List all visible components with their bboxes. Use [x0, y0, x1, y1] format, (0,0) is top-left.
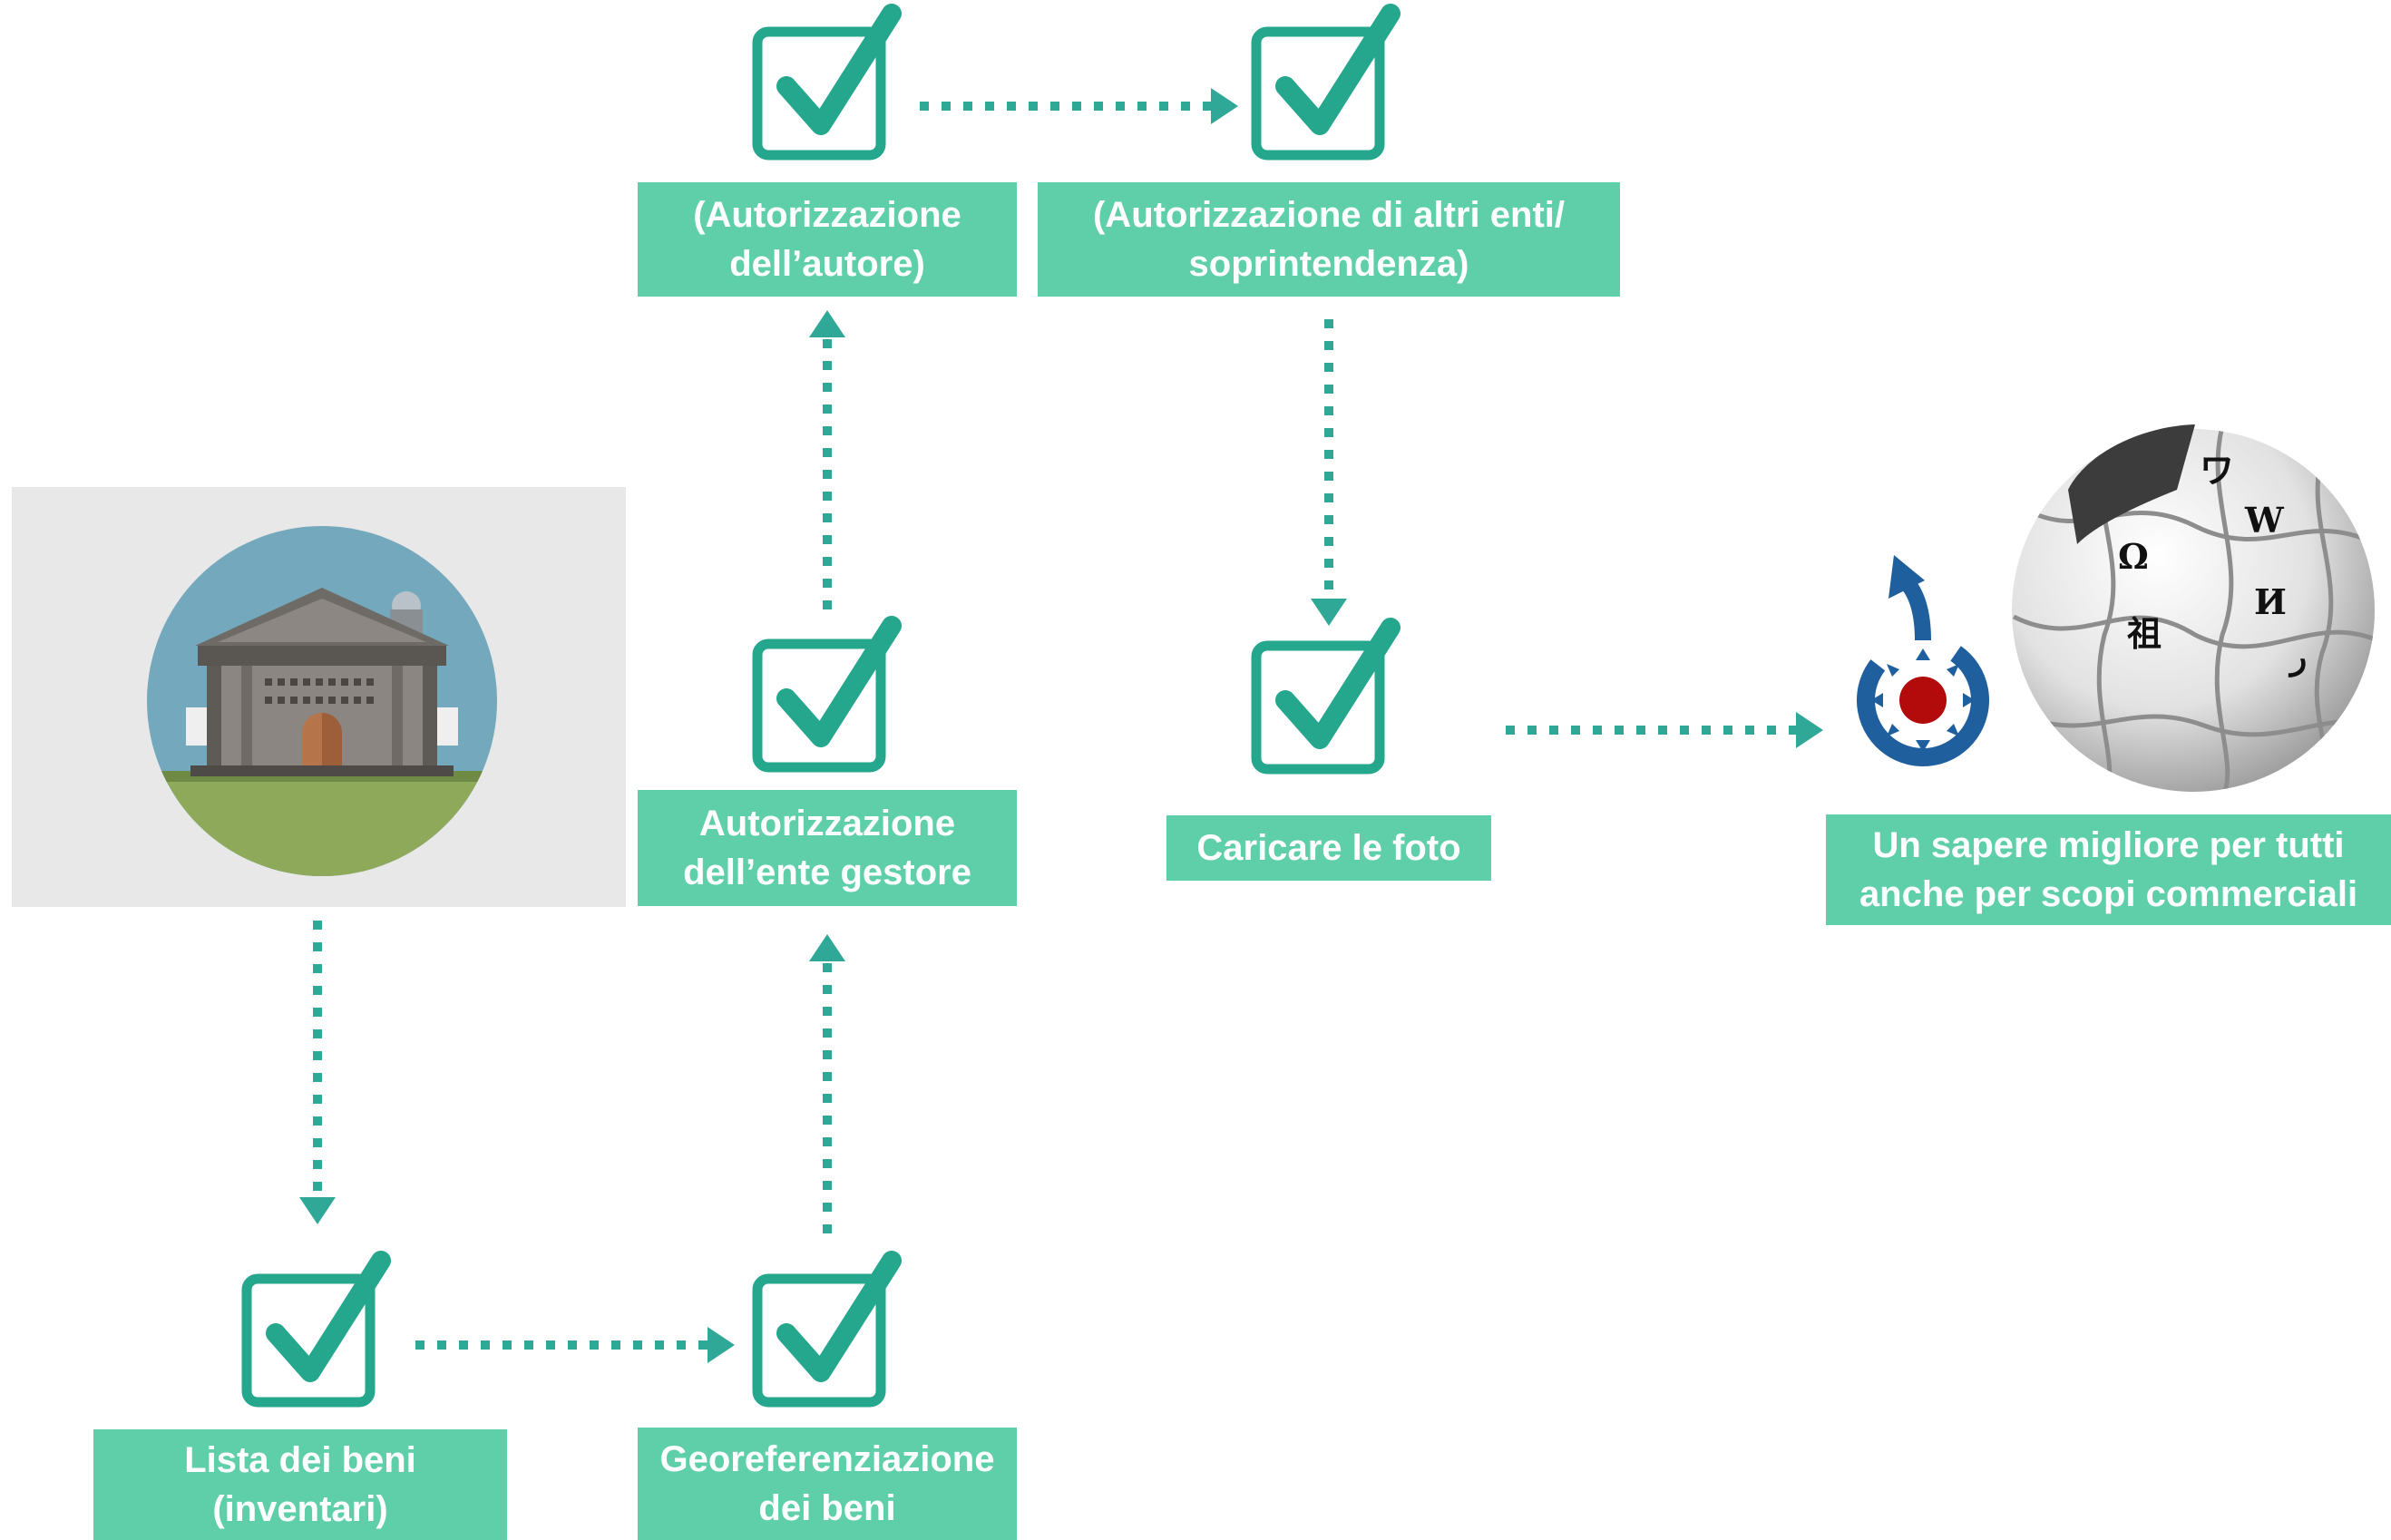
check-autorizzazione-altri-enti-icon — [1251, 4, 1400, 161]
wikimedia-commons-logo-icon — [1857, 555, 1989, 766]
step-label-line: (Autorizzazione di altri enti/ — [1092, 195, 1566, 235]
goal-label-line: anche per scopi commerciali — [1859, 874, 2358, 914]
svg-text:И: И — [2254, 581, 2287, 622]
svg-text:W: W — [2244, 500, 2285, 541]
arrow-altri-to-caricare — [1311, 319, 1347, 626]
wikipedia-globe-logo-icon: Ω W И 祖 ワ ر — [2012, 424, 2375, 792]
step-label-autorizzazione-altri-enti: (Autorizzazione di altri enti/soprintend… — [1038, 182, 1620, 297]
step-label-line: dell’ente gestore — [683, 853, 971, 892]
step-checkboxes — [241, 4, 1400, 1408]
arrow-lista-to-georef — [415, 1327, 735, 1363]
step-label-autorizzazione-ente: Autorizzazione dell’ente gestore — [638, 790, 1017, 906]
svg-text:ر: ر — [2288, 636, 2307, 677]
arrow-ente-to-autore — [809, 310, 845, 609]
svg-text:ワ: ワ — [2200, 450, 2234, 491]
goal-label-line: Un sapere migliore per tutti — [1872, 825, 2345, 865]
step-label-line: (inventari) — [212, 1489, 388, 1529]
check-caricare-le-foto-icon — [1251, 618, 1400, 775]
arrow-caricare-to-goal — [1506, 712, 1823, 748]
svg-text:祖: 祖 — [2127, 613, 2162, 654]
step-label-line: Georeferenziazione — [659, 1439, 995, 1479]
step-label-line: dell’autore) — [729, 244, 925, 284]
check-georeferenziazione-icon — [752, 1251, 902, 1408]
goal-label: Un sapere migliore per tutti anche per sc… — [1826, 814, 2391, 925]
flow-arrows — [299, 88, 1823, 1363]
arrow-autore-to-altri — [920, 88, 1238, 124]
step-label-line: (Autorizzazione — [693, 195, 961, 235]
step-label-line: dei beni — [758, 1488, 896, 1528]
step-label-line: soprintendenza) — [1188, 244, 1469, 284]
museum-building-icon — [12, 487, 626, 907]
step-label-caricare-le-foto: Caricare le foto — [1166, 815, 1491, 881]
check-lista-dei-beni-icon — [241, 1251, 391, 1408]
step-label-autorizzazione-autore: (Autorizzazione dell’autore) — [638, 182, 1017, 297]
check-autorizzazione-autore-icon — [752, 4, 902, 161]
step-label-line: Autorizzazione — [698, 804, 956, 843]
svg-text:Ω: Ω — [2118, 536, 2149, 577]
step-label-lista-dei-beni: Lista dei beni (inventari) — [93, 1429, 507, 1540]
check-autorizzazione-ente-icon — [752, 616, 902, 773]
arrow-museum-to-lista — [299, 921, 336, 1224]
arrow-georef-to-ente — [809, 934, 845, 1233]
step-label-line: Caricare le foto — [1196, 828, 1461, 868]
step-label-line: Lista dei beni — [184, 1440, 416, 1480]
step-label-georeferenziazione: Georeferenziazione dei beni — [638, 1428, 1017, 1540]
